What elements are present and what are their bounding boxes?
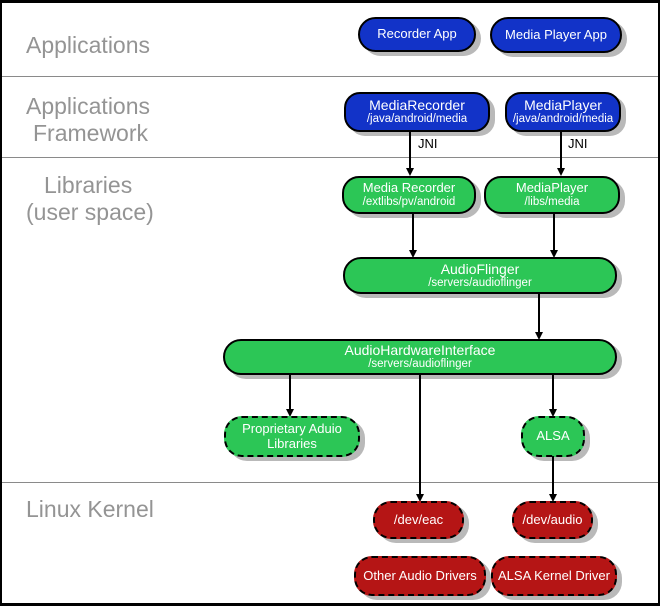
section-label-applications-framework-line1: Applications [26,93,151,119]
divider-applications-framework [2,76,658,77]
node-label: Media Recorder [362,179,456,195]
node-label: Media Player App [505,26,607,42]
node-other-audio-drivers: Other Audio Drivers [354,556,486,596]
node-mediaplayer-lib: MediaPlayer /libs/media [484,176,620,214]
jni-label-right: JNI [568,136,588,151]
node-label: ALSA [536,428,570,444]
divider-framework-libraries [2,157,658,158]
node-label: MediaRecorder [369,97,465,114]
node-sublabel: /servers/audioflinger [368,358,472,371]
node-label: Other Audio Drivers [363,567,477,583]
node-mediarecorder-framework: MediaRecorder /java/android/media [344,92,490,132]
node-sublabel: /libs/media [524,195,580,208]
node-label: /dev/eac [393,511,444,527]
node-sublabel: /java/android/media [512,113,614,126]
node-audioflinger: AudioFlinger /servers/audioflinger [343,257,617,294]
node-sublabel: /extlibs/pv/android [362,195,456,208]
node-audiohardwareinterface: AudioHardwareInterface /servers/audiofli… [223,339,617,375]
section-label-applications-framework-line2: Framework [33,120,149,146]
node-alsa-kernel-driver: ALSA Kernel Driver [491,556,617,596]
node-dev-audio: /dev/audio [512,501,593,539]
node-recorder-app: Recorder App [358,17,476,52]
node-label-line2: Libraries [267,435,317,451]
section-label-libraries-line2: (user space) [26,199,154,225]
node-label: ALSA Kernel Driver [498,567,610,583]
node-media-recorder-lib: Media Recorder /extlibs/pv/android [342,176,476,214]
node-sublabel: /servers/audioflinger [428,276,532,289]
node-mediaplayer-framework: MediaPlayer /java/android/media [505,92,621,132]
node-label: Recorder App [377,26,457,42]
jni-label-left: JNI [418,136,438,151]
node-sublabel: /java/android/media [366,113,468,126]
node-label: MediaPlayer [524,97,602,114]
node-label: AudioHardwareInterface [344,342,496,359]
section-label-applications: Applications [26,32,151,58]
node-label: AudioFlinger [440,260,520,277]
node-dev-eac: /dev/eac [373,501,464,539]
node-label: Proprietary Aduio [242,420,342,436]
node-label: MediaPlayer [515,179,589,195]
node-media-player-app: Media Player App [490,17,622,53]
section-label-linux-kernel: Linux Kernel [26,496,154,522]
node-proprietary-audio-libraries: Proprietary Aduio Libraries [224,416,360,457]
divider-libraries-kernel [2,482,658,483]
node-alsa: ALSA [521,416,585,457]
node-label: /dev/audio [522,511,583,527]
section-label-libraries-line1: Libraries [44,172,133,198]
